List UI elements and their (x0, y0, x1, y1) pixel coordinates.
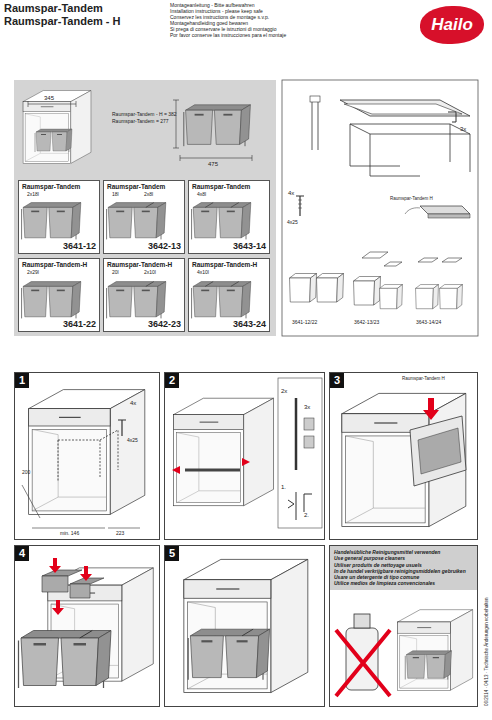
part-label: 475 (208, 161, 218, 168)
step-panel: 5 (164, 545, 325, 707)
cleaning-note: In de handel verkrijgbare reinigingsmidd… (334, 568, 473, 574)
cleaning-panel: Handelsübliche Reinigungsmittel verwende… (329, 545, 478, 707)
product-name: Raumspar-Tandem-H (192, 261, 257, 268)
brand-logo: Hailo (420, 6, 484, 44)
step-number: 4 (15, 546, 29, 561)
subtitle: Raumspar-Tandem - H (4, 15, 121, 28)
volume-label: 4x8l (197, 192, 206, 198)
volume-label: 2x8l (144, 192, 153, 198)
part-label: 4x25 (287, 220, 298, 226)
step-number: 1 (15, 373, 29, 388)
part-label: Raumspar-Tandem = 277 (112, 119, 169, 125)
part-label: 3643-14/24 (416, 320, 441, 326)
cleaning-note: Utilice medios de limpieza convencionale… (334, 580, 473, 586)
brand-name: Hailo (431, 15, 473, 35)
part-label: 3642-13/23 (354, 320, 379, 326)
volume-label: 4x10l (197, 270, 209, 276)
part-label: 200 (22, 470, 30, 476)
part-label: Raumspar-Tandem H (390, 196, 433, 201)
part-label: Montagehandleiding goed bewaren (170, 21, 248, 27)
article-number: 3642-13 (148, 241, 181, 251)
part-label: 1. (281, 484, 286, 491)
step-number: 3 (330, 373, 344, 388)
cleaning-note: Handelsübliche Reinigungsmittel verwende… (334, 549, 473, 555)
part-label: 223 (116, 531, 124, 537)
part-label: Raumspar-Tandem H (402, 376, 445, 381)
article-number: 3643-14 (233, 241, 266, 251)
product-box: Raumspar-Tandem 18l 2x8l 3642-13 (103, 180, 185, 254)
volume-label: 2x18l (27, 192, 39, 198)
step-panel: 1 (14, 372, 160, 540)
part-label: 4x25 (127, 438, 138, 444)
article-number: 3642-23 (148, 319, 181, 329)
article-number: 3643-24 (233, 319, 266, 329)
product-box: Raumspar-Tandem 2x18l 3641-12 (18, 180, 100, 254)
product-box: Raumspar-Tandem-H 4x10l 3643-24 (188, 258, 270, 332)
volume-label: 18l (112, 192, 119, 198)
part-label: Por favor conserve las instrucciones par… (170, 33, 286, 39)
title: Raumspar-Tandem (4, 2, 103, 15)
product-name: Raumspar-Tandem (22, 183, 80, 190)
product-name: Raumspar-Tandem (107, 183, 165, 190)
article-number: 3641-12 (63, 241, 96, 251)
part-label: 4x (288, 190, 294, 197)
footer-note: 06/2014 · 04/13 · Technische Änderungen … (484, 598, 489, 707)
part-label: min. 146 (60, 531, 79, 537)
article-number: 3641-22 (63, 319, 96, 329)
cleaning-note: Utiliser produits de nettoyage usuels (334, 562, 473, 568)
part-label: Montageanleitung - Bitte aufbewahren (170, 3, 255, 9)
step-panel: 3 (329, 372, 478, 540)
part-label: 3x (460, 126, 466, 133)
step-panel: 4 (14, 545, 160, 707)
part-label: Si prega di conservare le istruzioni di … (170, 27, 276, 33)
volume-label: 20l (112, 270, 119, 276)
note-band: Handelsübliche Reinigungsmittel verwende… (330, 546, 477, 590)
part-label: Conservez les instructions de montage s.… (170, 15, 269, 21)
step-number: 5 (165, 546, 179, 561)
part-label: 4x (130, 400, 136, 407)
product-box: Raumspar-Tandem 4x8l 3643-14 (188, 180, 270, 254)
cleaning-note: Usare un detergente di tipo comune (334, 574, 473, 580)
part-label: 2x (281, 388, 287, 395)
product-box: Raumspar-Tandem-H 2x29l 3641-22 (18, 258, 100, 332)
product-name: Raumspar-Tandem (192, 183, 250, 190)
volume-label: 2x29l (27, 270, 39, 276)
step-number: 2 (165, 373, 179, 388)
part-label: Installation instructions - please keep … (170, 9, 263, 15)
cleaning-note: Use general purpose cleaners (334, 555, 473, 561)
product-box: Raumspar-Tandem-H 20l 2x10l 3642-23 (103, 258, 185, 332)
part-label: 3x (304, 404, 310, 411)
product-name: Raumspar-Tandem-H (107, 261, 172, 268)
volume-label: 2x10l (144, 270, 156, 276)
part-label: 3641-12/22 (292, 320, 317, 326)
part-label: 2. (304, 512, 309, 519)
step-panel: 2 (164, 372, 325, 540)
product-name: Raumspar-Tandem-H (22, 261, 87, 268)
part-label: 345 (44, 95, 54, 102)
part-label: Raumspar-Tandem - H = 382 (112, 112, 177, 118)
